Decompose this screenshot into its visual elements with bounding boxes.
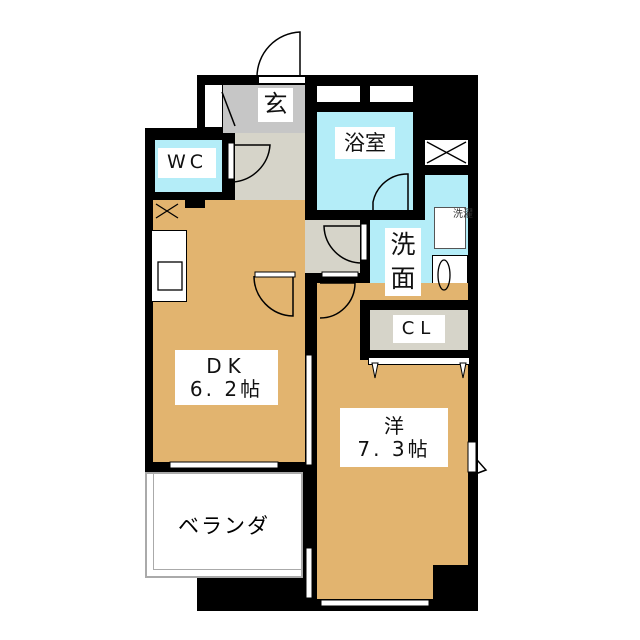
veranda [145, 472, 303, 578]
washroom-label-1: 洗 [385, 228, 421, 262]
washer-label: 洗濯 [453, 209, 473, 220]
washroom-door-icon [323, 225, 363, 264]
western-name: 洋 [384, 413, 404, 438]
closet-label: CL [393, 315, 445, 343]
western-label: 洋 7. 3帖 [340, 408, 448, 467]
entrance-label: 玄 [258, 88, 293, 122]
washroom-label-2: 面 [385, 262, 421, 296]
window [317, 86, 360, 102]
western-size: 7. 3帖 [357, 436, 431, 461]
veranda-label: ベランダ [178, 514, 270, 538]
western-door-icon [319, 282, 356, 319]
dk-door-icon [253, 275, 294, 317]
entrance-door-icon [256, 31, 301, 78]
pillar [433, 565, 468, 601]
veranda-inner [153, 472, 303, 570]
closet-door [368, 357, 470, 365]
dk-label: DK 6. 2帖 [175, 350, 278, 405]
entrance-door-frame [258, 76, 306, 84]
bath-label: 浴室 [335, 127, 395, 159]
dk-name: DK [206, 353, 247, 378]
wc-label: WC [158, 148, 216, 178]
washer-space [434, 207, 466, 249]
wall [185, 200, 205, 208]
wc-door-icon [232, 144, 271, 183]
bath-door-icon [372, 173, 409, 210]
shoe-closet [205, 85, 222, 127]
closet-door-icon [221, 91, 236, 127]
window [370, 86, 413, 102]
dk-size: 6. 2帖 [189, 376, 264, 401]
